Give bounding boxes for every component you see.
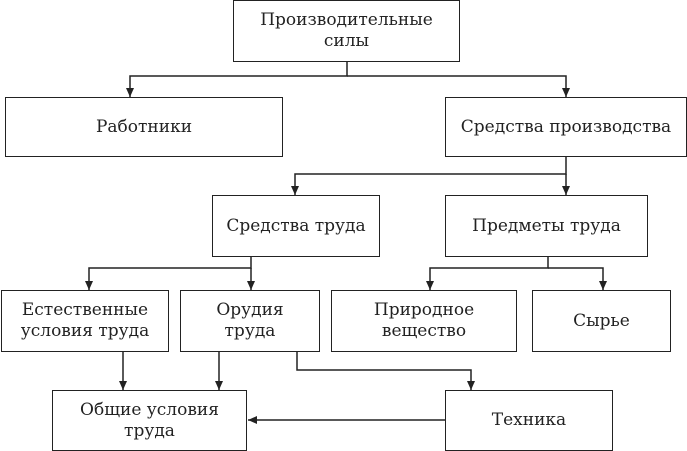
edge-means-of-production-to-means-of-labor: [291, 157, 567, 195]
edge-tools-to-technology: [296, 352, 475, 390]
node-workers: Работники: [5, 97, 283, 157]
node-objects-of-labor: Предметы труда: [445, 195, 648, 257]
node-raw-materials: Сырье: [532, 290, 671, 352]
node-means-of-production: Средства производства: [445, 97, 687, 157]
node-technology: Техника: [445, 390, 613, 451]
edge-productive-forces-to-means-of-production: [347, 75, 570, 97]
edge-objects-of-labor-to-raw-materials: [548, 267, 607, 290]
edge-objects-of-labor-to-natural-substance: [426, 257, 549, 290]
node-means-of-labor: Средства труда: [212, 195, 380, 257]
node-productive-forces: Производительные силы: [233, 0, 460, 62]
node-general-conditions: Общие условия труда: [52, 390, 247, 451]
node-tools: Орудия труда: [180, 290, 320, 352]
node-natural-conditions: Естественные условия труда: [1, 290, 169, 352]
edge-productive-forces-to-workers: [126, 62, 348, 97]
node-natural-substance: Природное вещество: [331, 290, 517, 352]
edge-means-of-labor-to-natural-conditions: [85, 257, 252, 290]
